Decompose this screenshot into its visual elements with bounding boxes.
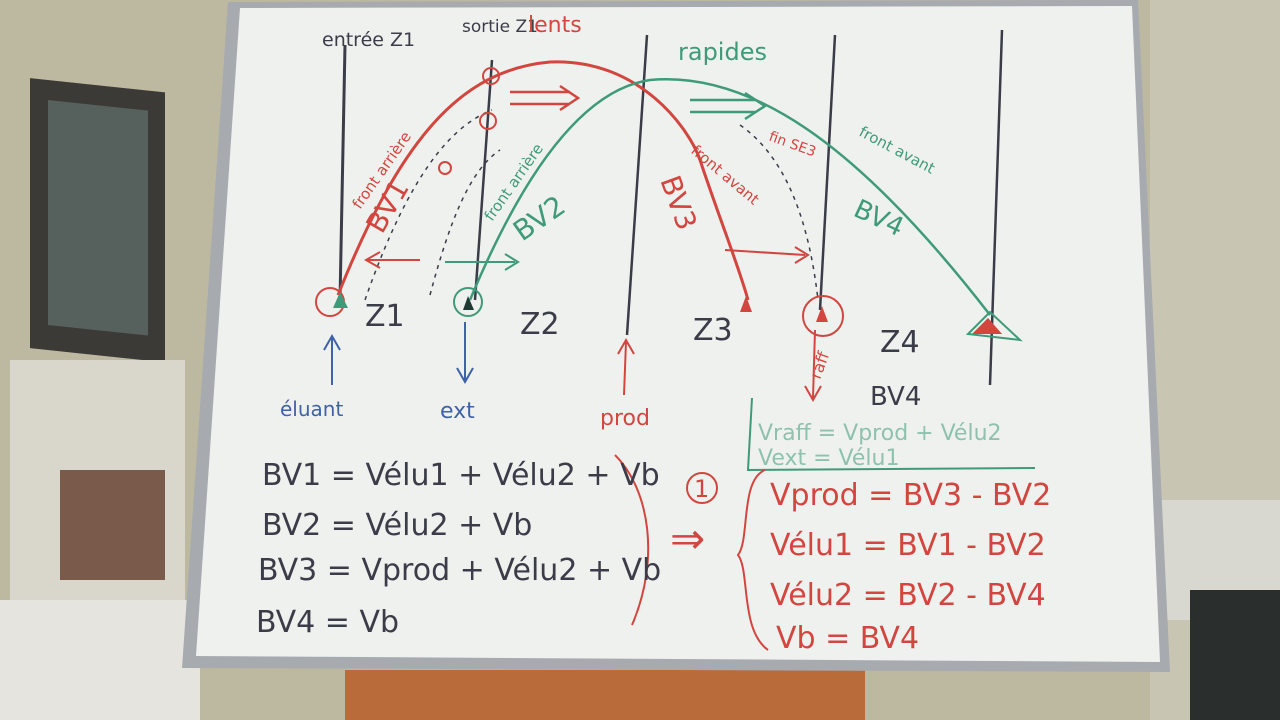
curve-dotted-1 bbox=[364, 109, 493, 301]
picture-top-inner bbox=[48, 100, 148, 336]
equation-1: BV1 = Vélu1 + Vélu2 + Vb bbox=[262, 458, 660, 493]
label-z4: Z4 bbox=[880, 325, 920, 360]
circle-one bbox=[686, 472, 718, 504]
triangle-z4 bbox=[965, 310, 1023, 342]
arrow-ext bbox=[456, 322, 474, 385]
result-4: Vb = BV4 bbox=[776, 621, 919, 656]
marker-2 bbox=[479, 112, 497, 130]
arrow-red-right bbox=[724, 246, 810, 264]
label-z1: Z1 bbox=[365, 299, 405, 334]
line-entree bbox=[338, 44, 347, 301]
line-raff bbox=[818, 34, 837, 311]
triangle-eluant bbox=[333, 292, 348, 308]
line-prod bbox=[625, 34, 649, 336]
label-z2: Z2 bbox=[520, 307, 560, 342]
dark-corner bbox=[1190, 590, 1280, 720]
cabinet bbox=[0, 600, 200, 720]
triangle-raff bbox=[816, 306, 828, 322]
triangle-ext bbox=[463, 296, 474, 310]
curve-dotted-3 bbox=[739, 124, 819, 301]
arrow-left-red bbox=[363, 251, 420, 269]
circle-raff bbox=[802, 295, 844, 337]
label-sortie: sortie Z1 bbox=[462, 17, 538, 37]
whiteboard-surface bbox=[196, 6, 1160, 662]
equation-4: BV4 = Vb bbox=[256, 605, 399, 640]
equation-3: BV3 = Vprod + Vélu2 + Vb bbox=[258, 553, 661, 588]
marker-1 bbox=[482, 67, 500, 85]
double-arrow-lents bbox=[510, 84, 581, 112]
bracket-right bbox=[614, 454, 650, 626]
double-arrow-rapides bbox=[690, 91, 768, 121]
arrow-prod bbox=[617, 337, 635, 396]
label-eluant: éluant bbox=[280, 397, 343, 421]
picture-bottom-inner bbox=[60, 470, 165, 580]
label-entree: entrée Z1 bbox=[322, 29, 415, 51]
box-eq-1: Vraff = Vprod + Vélu2 bbox=[758, 421, 1002, 446]
triangle-z3 bbox=[740, 296, 752, 312]
brace-results bbox=[736, 469, 769, 651]
equation-box bbox=[746, 397, 1036, 472]
easel-base bbox=[345, 670, 865, 720]
curve-bv2-green bbox=[468, 78, 991, 316]
circle-one-label: 1 bbox=[694, 475, 709, 503]
arrow-green-horizontal bbox=[445, 253, 520, 271]
result-2: Vélu1 = BV1 - BV2 bbox=[770, 528, 1046, 563]
arrow-eluant bbox=[323, 333, 341, 385]
result-1: Vprod = BV3 - BV2 bbox=[770, 478, 1051, 513]
label-rapides: rapides bbox=[678, 38, 767, 66]
implies-arrow: ⇒ bbox=[670, 514, 705, 563]
line-sortie bbox=[473, 59, 494, 301]
result-3: Vélu2 = BV2 - BV4 bbox=[770, 578, 1046, 613]
equation-2: BV2 = Vélu2 + Vb bbox=[262, 508, 532, 543]
box-eq-2: Vext = Vélu1 bbox=[758, 446, 900, 471]
marker-3 bbox=[438, 161, 452, 175]
circle-ext bbox=[453, 287, 483, 317]
label-ext: ext bbox=[440, 399, 475, 424]
label-bv4-top: BV4 bbox=[870, 382, 921, 412]
arrow-raff bbox=[804, 329, 822, 403]
curve-bv1-red bbox=[336, 60, 750, 301]
triangle-z4-fill bbox=[972, 318, 1002, 334]
label-lents: lents bbox=[528, 13, 582, 38]
label-prod: prod bbox=[600, 406, 650, 431]
label-z3: Z3 bbox=[693, 313, 733, 348]
